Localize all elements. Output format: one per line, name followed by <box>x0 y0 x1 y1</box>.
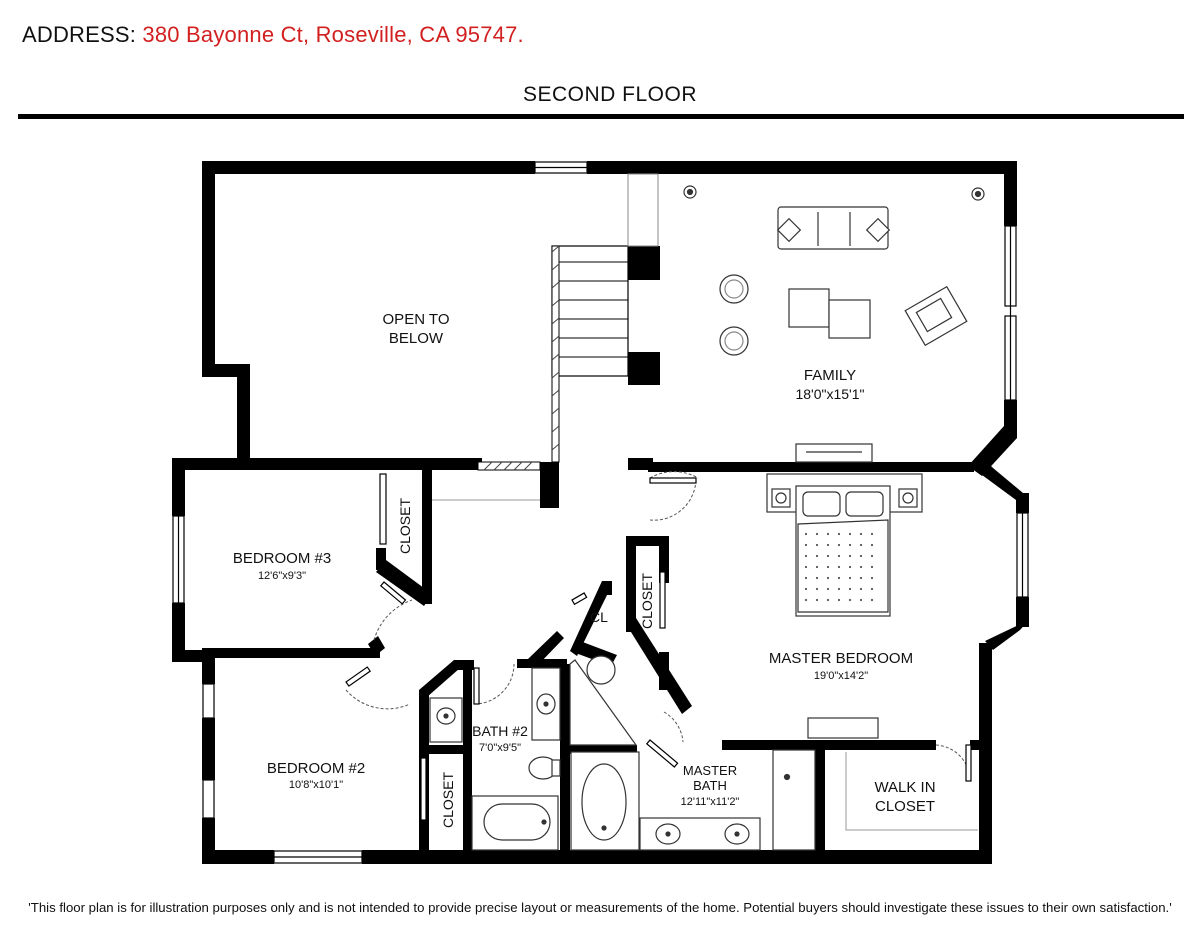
title-divider <box>18 114 1184 119</box>
bed-dot <box>848 532 852 536</box>
bed-dot <box>815 554 819 558</box>
bedroom3-size: 12'6"x9'3" <box>258 570 306 582</box>
room-labels: OPEN TO BELOW FAMILY 18'0"x15'1" BEDROOM… <box>233 311 936 828</box>
bed-dot <box>826 565 830 569</box>
bed-dot <box>826 543 830 547</box>
bed-dot <box>870 576 874 580</box>
bed-dot <box>837 543 841 547</box>
bed-dot <box>815 532 819 536</box>
bed-dot <box>804 543 808 547</box>
bed-dot <box>826 576 830 580</box>
master-bedroom-label: MASTER BEDROOM <box>769 650 913 667</box>
bed-dot <box>859 598 863 602</box>
master-bath-line1: MASTER <box>683 763 737 778</box>
bed-dot <box>804 587 808 591</box>
family-furniture <box>683 185 985 463</box>
walk-in-closet-line2: CLOSET <box>875 798 935 815</box>
bed-dot <box>804 532 808 536</box>
bed-dot <box>815 565 819 569</box>
bed-dot <box>870 543 874 547</box>
bed-dot <box>848 554 852 558</box>
bed-dot <box>815 587 819 591</box>
family-label: FAMILY <box>804 367 856 384</box>
bed-dot <box>826 554 830 558</box>
bed-dot <box>826 587 830 591</box>
bath2-size: 7'0"x9'5" <box>479 742 521 754</box>
bed-pattern <box>804 532 874 602</box>
bed-dot <box>848 565 852 569</box>
bed-dot <box>848 543 852 547</box>
bed-dot <box>848 598 852 602</box>
bed-dot <box>815 543 819 547</box>
bath2-label: BATH #2 <box>472 723 528 739</box>
bed-dot <box>837 554 841 558</box>
bed-dot <box>804 554 808 558</box>
bed-dot <box>870 598 874 602</box>
address-line: ADDRESS: 380 Bayonne Ct, Roseville, CA 9… <box>22 22 524 48</box>
master-bedroom-size: 19'0"x14'2" <box>814 670 868 682</box>
bed-dot <box>815 576 819 580</box>
closet-master-label: CLOSET <box>639 573 655 629</box>
bed-dot <box>870 532 874 536</box>
bed-dot <box>870 565 874 569</box>
closet-bed3-label: CLOSET <box>397 498 413 554</box>
bed-dot <box>804 565 808 569</box>
interior-walls <box>202 246 983 851</box>
bed-dot <box>815 598 819 602</box>
bath-fixtures <box>429 655 816 851</box>
address-value: 380 Bayonne Ct, Roseville, CA 95747. <box>142 22 524 47</box>
bed-dot <box>804 598 808 602</box>
bed-dot <box>859 543 863 547</box>
bed-dot <box>870 587 874 591</box>
walk-in-closet-line1: WALK IN <box>874 779 935 796</box>
cl-label: CL <box>590 609 608 625</box>
bed-dot <box>848 576 852 580</box>
family-size: 18'0"x15'1" <box>795 386 864 402</box>
master-bath-size: 12'11"x11'2" <box>681 796 740 808</box>
floor-title: SECOND FLOOR <box>522 83 698 106</box>
address-label: ADDRESS: <box>22 22 137 47</box>
bedroom2-size: 10'8"x10'1" <box>289 779 343 791</box>
bedroom2-label: BEDROOM #2 <box>267 760 365 777</box>
bed-dot <box>837 532 841 536</box>
closet-bed2-label: CLOSET <box>440 772 456 828</box>
staircase <box>432 173 659 501</box>
bed-dot <box>837 587 841 591</box>
walk-in-shelves <box>845 752 978 831</box>
bed-dot <box>826 598 830 602</box>
master-bath-line2: BATH <box>693 778 727 793</box>
bed-dot <box>848 587 852 591</box>
windows <box>172 161 1029 864</box>
bed-dot <box>859 565 863 569</box>
bed-dot <box>837 598 841 602</box>
bed-dot <box>859 576 863 580</box>
exterior-walls <box>172 161 1029 864</box>
disclaimer: 'This floor plan is for illustration pur… <box>28 900 1172 915</box>
bedroom3-label: BEDROOM #3 <box>233 550 331 567</box>
bed-dot <box>870 554 874 558</box>
bed-dot <box>837 565 841 569</box>
bed-dot <box>859 532 863 536</box>
bed-dot <box>826 532 830 536</box>
door-leaves <box>345 473 972 821</box>
bed-dot <box>859 587 863 591</box>
master-furniture <box>766 473 923 739</box>
bed-dot <box>859 554 863 558</box>
bed-dot <box>804 576 808 580</box>
bed-dot <box>837 576 841 580</box>
open-to-below-line2: BELOW <box>389 330 444 347</box>
open-to-below-line1: OPEN TO <box>383 311 450 328</box>
